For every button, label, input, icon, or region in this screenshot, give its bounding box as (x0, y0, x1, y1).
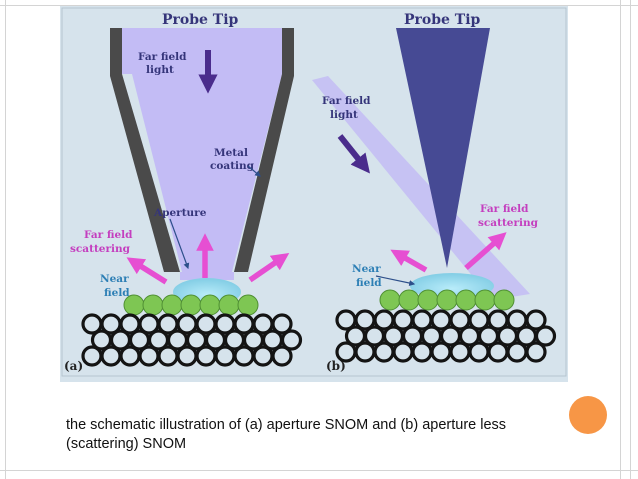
green-particle (379, 289, 401, 311)
probe-a-light-fill (122, 28, 282, 272)
scatter-arrow-a-left (126, 257, 168, 285)
green-particles-b (379, 289, 515, 311)
snom-schematic-figure: Probe Tip Far field light Metal coating … (60, 6, 568, 382)
far-field-light-arrow-b (337, 134, 370, 174)
probe-a-metal-coating-left (110, 28, 180, 272)
aperture-label: Aperture (153, 207, 207, 219)
orange-accent-dot (569, 396, 607, 434)
green-particle (180, 294, 202, 316)
frame-line-right-inner (620, 0, 621, 479)
scatter-arrow-b-left (390, 249, 428, 273)
far-field-scattering-label-b: Far field scattering (478, 203, 539, 229)
figure-panel-border (61, 7, 567, 377)
metal-coating-pointer (247, 165, 261, 177)
aperture-pointer (169, 218, 190, 270)
near-field-label-b: Near field (352, 263, 384, 289)
near-field-pointer-b (375, 275, 416, 286)
scatter-arrow-a-right (248, 253, 290, 283)
panel-b: Probe Tip Far field light Far field scat… (312, 12, 557, 373)
substrate-circle (280, 329, 303, 351)
green-particle (398, 289, 420, 311)
green-particle (436, 289, 458, 311)
figure-caption: the schematic illustration of (a) apertu… (66, 416, 507, 452)
substrate-circle (271, 345, 293, 367)
green-particle (493, 289, 515, 311)
green-particle (123, 294, 145, 316)
far-field-light-label-b: Far field light (322, 95, 374, 121)
probe-tip-title-b: Probe Tip (404, 12, 481, 28)
substrate-circle (525, 341, 547, 363)
green-particle (474, 289, 496, 311)
panel-tag-b: (b) (326, 359, 346, 373)
green-particle (218, 294, 240, 316)
frame-line-top (0, 5, 638, 6)
substrate-circle (525, 309, 547, 331)
scatter-arrow-b-right (464, 232, 507, 271)
probe-b-tip (396, 28, 490, 268)
panel-a: Probe Tip Far field light Metal coating … (64, 12, 303, 373)
metal-coating-label: Metal coating (210, 147, 255, 172)
near-field-label-a: Near field (100, 273, 132, 299)
probe-a-metal-coating-right (234, 28, 294, 272)
far-field-light-label-a: Far field light (138, 51, 190, 76)
green-particle (199, 294, 221, 316)
substrate-circle (534, 325, 557, 347)
green-particle (417, 289, 439, 311)
substrate-b (335, 309, 557, 363)
substrate-a (81, 313, 303, 367)
probe-tip-title-a: Probe Tip (162, 12, 239, 28)
illumination-beam-b (312, 76, 530, 300)
substrate-circle (271, 313, 293, 335)
green-particle (142, 294, 164, 316)
frame-line-left (5, 0, 6, 479)
frame-line-bottom (0, 470, 638, 471)
panel-tag-a: (a) (64, 359, 83, 373)
frame-line-right-outer (630, 0, 631, 479)
green-particle (455, 289, 477, 311)
far-field-scattering-label-a: Far field scattering (70, 229, 136, 255)
green-particle (237, 294, 259, 316)
green-particle (161, 294, 183, 316)
